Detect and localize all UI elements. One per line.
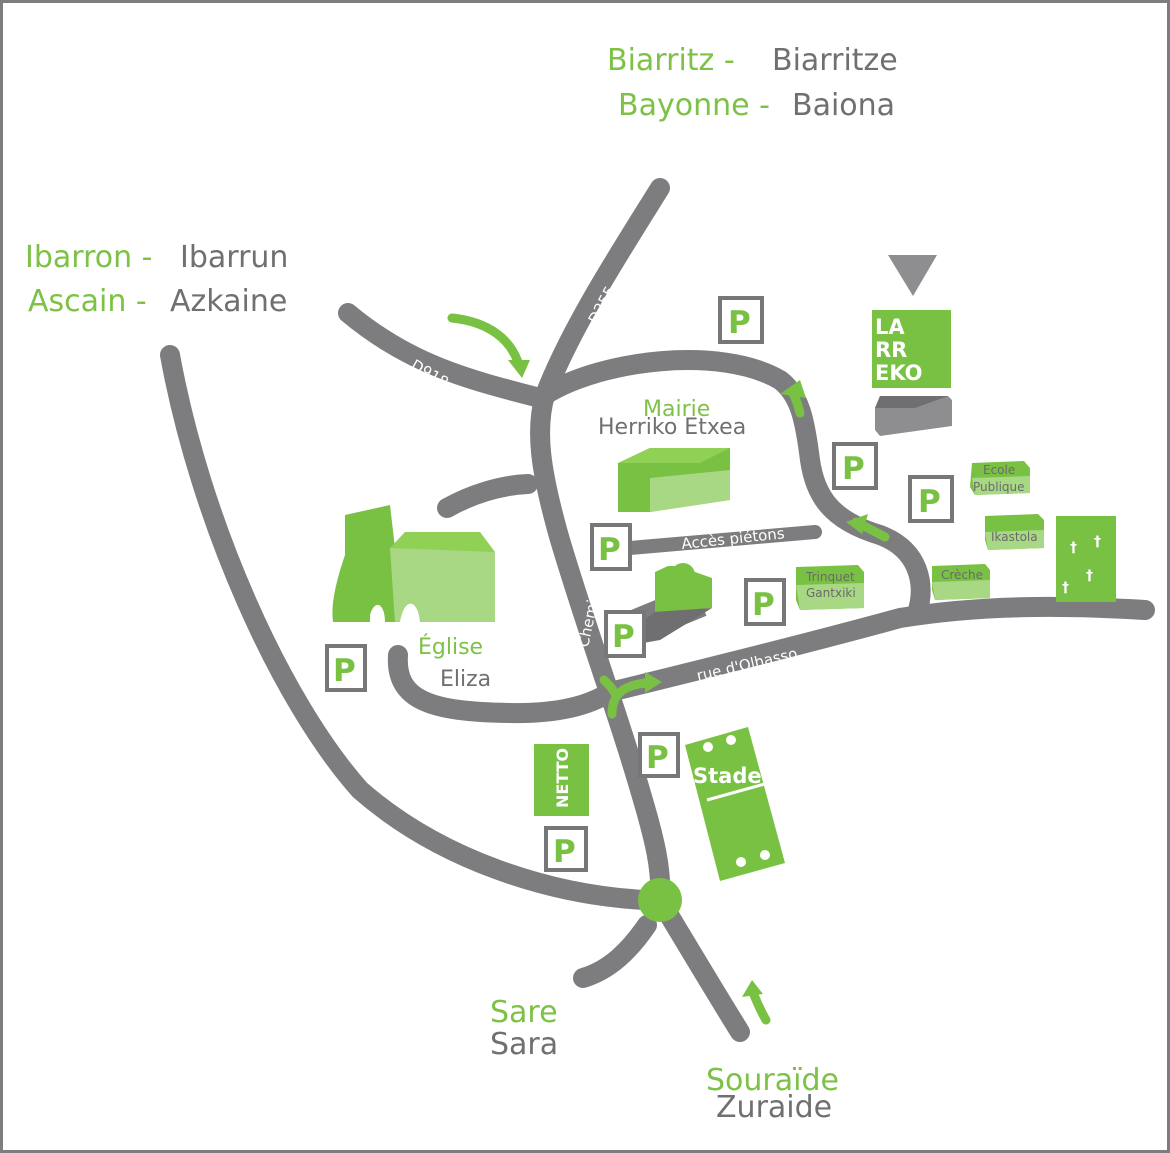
parking-sign-9: P [544, 826, 588, 872]
dest-ascain-eu: Azkaine [170, 284, 287, 319]
dest-ibarron-fr: Ibarron - [25, 240, 153, 275]
svg-text:P: P [752, 587, 775, 623]
netto-label: NETTO [553, 748, 572, 808]
ecole-label-2: Publique [973, 480, 1025, 494]
parking-sign-2: P [832, 442, 878, 490]
parking-sign-7: P [325, 644, 367, 692]
larreko-logo-line1: LA [875, 315, 905, 339]
eglise-label-fr: Église [418, 634, 483, 660]
parking-sign-6: P [604, 610, 646, 658]
trinquet-building [796, 565, 864, 610]
parking-sign-5: P [744, 578, 786, 626]
svg-text:P: P [646, 740, 669, 776]
arrow-junction [599, 672, 662, 719]
mairie-building [618, 448, 730, 512]
road-loop [535, 350, 931, 620]
location-pointer-icon [888, 255, 937, 296]
road-d255 [535, 178, 670, 405]
road-eglise-loop [387, 645, 620, 724]
dest-sare-eu: Sara [490, 1027, 558, 1062]
larreko-logo-line2: RR [875, 338, 907, 362]
road-west-spur [437, 474, 538, 518]
mairie-label-eu: Herriko Etxea [598, 415, 746, 440]
svg-text:†: † [1086, 568, 1093, 584]
fronton-building [632, 563, 712, 645]
creche-building [932, 564, 990, 600]
svg-text:†: † [1070, 540, 1077, 556]
larreko-logo-line3: EKO [875, 361, 923, 385]
cemetery: † † † † [1056, 516, 1116, 602]
dest-ascain-fr: Ascain - [28, 284, 147, 319]
creche-label: Crèche [941, 568, 983, 582]
dest-biarritz: Biarritz - Biarritze [607, 43, 898, 78]
ikastola-building [985, 514, 1044, 550]
stade-label: Stade [693, 764, 762, 788]
dest-sare: Sare Sara [490, 995, 558, 1062]
larreko-logo [872, 310, 951, 388]
dest-ibarron-eu: Ibarrun [180, 240, 288, 275]
parking-sign-4: P [590, 523, 632, 571]
svg-text:P: P [918, 484, 941, 520]
ecole-label-1: Ecole [983, 463, 1015, 477]
dest-souraide-fr: Souraïde [706, 1063, 839, 1098]
road-chemin-karrika [530, 385, 671, 910]
dest-bayonne: Bayonne - Baiona [618, 88, 895, 123]
arrow-d918 [447, 313, 530, 378]
ecole-building [970, 461, 1030, 495]
dest-biarritz-fr: Biarritz - [607, 43, 735, 78]
svg-text:P: P [612, 619, 635, 655]
ikastola-label: Ikastola [991, 530, 1038, 544]
dest-biarritz-eu: Biarritze [772, 43, 898, 78]
dest-ibarron: Ibarron - Ibarrun [25, 240, 288, 275]
dest-souraide-eu: Zuraide [716, 1090, 832, 1125]
road-d918 [338, 303, 550, 408]
eglise-building [332, 505, 495, 622]
arrow-loop-east [846, 514, 890, 542]
arrow-souraide [742, 980, 771, 1025]
larreko-marker: LA RR EKO [872, 255, 952, 436]
svg-text:†: † [1062, 580, 1069, 596]
arrow-loop-north [780, 380, 806, 418]
road-west-bypass [160, 345, 655, 910]
netto-store: NETTO [534, 744, 589, 816]
road-label-pietons: Accès piétons [681, 524, 786, 553]
parking-sign-3: P [908, 475, 954, 523]
svg-text:†: † [1094, 534, 1101, 550]
roundabout [638, 878, 682, 922]
svg-text:P: P [728, 305, 751, 341]
svg-text:P: P [333, 653, 356, 689]
svg-text:P: P [598, 532, 621, 568]
stade: Stade [685, 727, 785, 881]
dest-sare-fr: Sare [490, 995, 558, 1030]
mairie-label-fr: Mairie [643, 397, 710, 422]
eglise-label-eu: Eliza [440, 667, 491, 692]
road-south [650, 890, 750, 1042]
trinquet-label-1: Trinquet [805, 570, 855, 584]
parking-sign-8: P [638, 732, 680, 778]
svg-text:P: P [842, 451, 865, 487]
dest-bayonne-eu: Baiona [792, 88, 895, 123]
dest-ascain: Ascain - Azkaine [28, 284, 287, 319]
road-sare [573, 915, 657, 988]
road-rue-olhasso [600, 596, 1155, 702]
trinquet-label-2: Gantxiki [806, 586, 856, 600]
road-pietons [623, 525, 822, 555]
parking-sign-1: P [718, 296, 764, 344]
svg-text:P: P [553, 834, 576, 870]
dest-souraide: Souraïde Zuraide [706, 1063, 839, 1125]
dest-bayonne-fr: Bayonne - [618, 88, 770, 123]
